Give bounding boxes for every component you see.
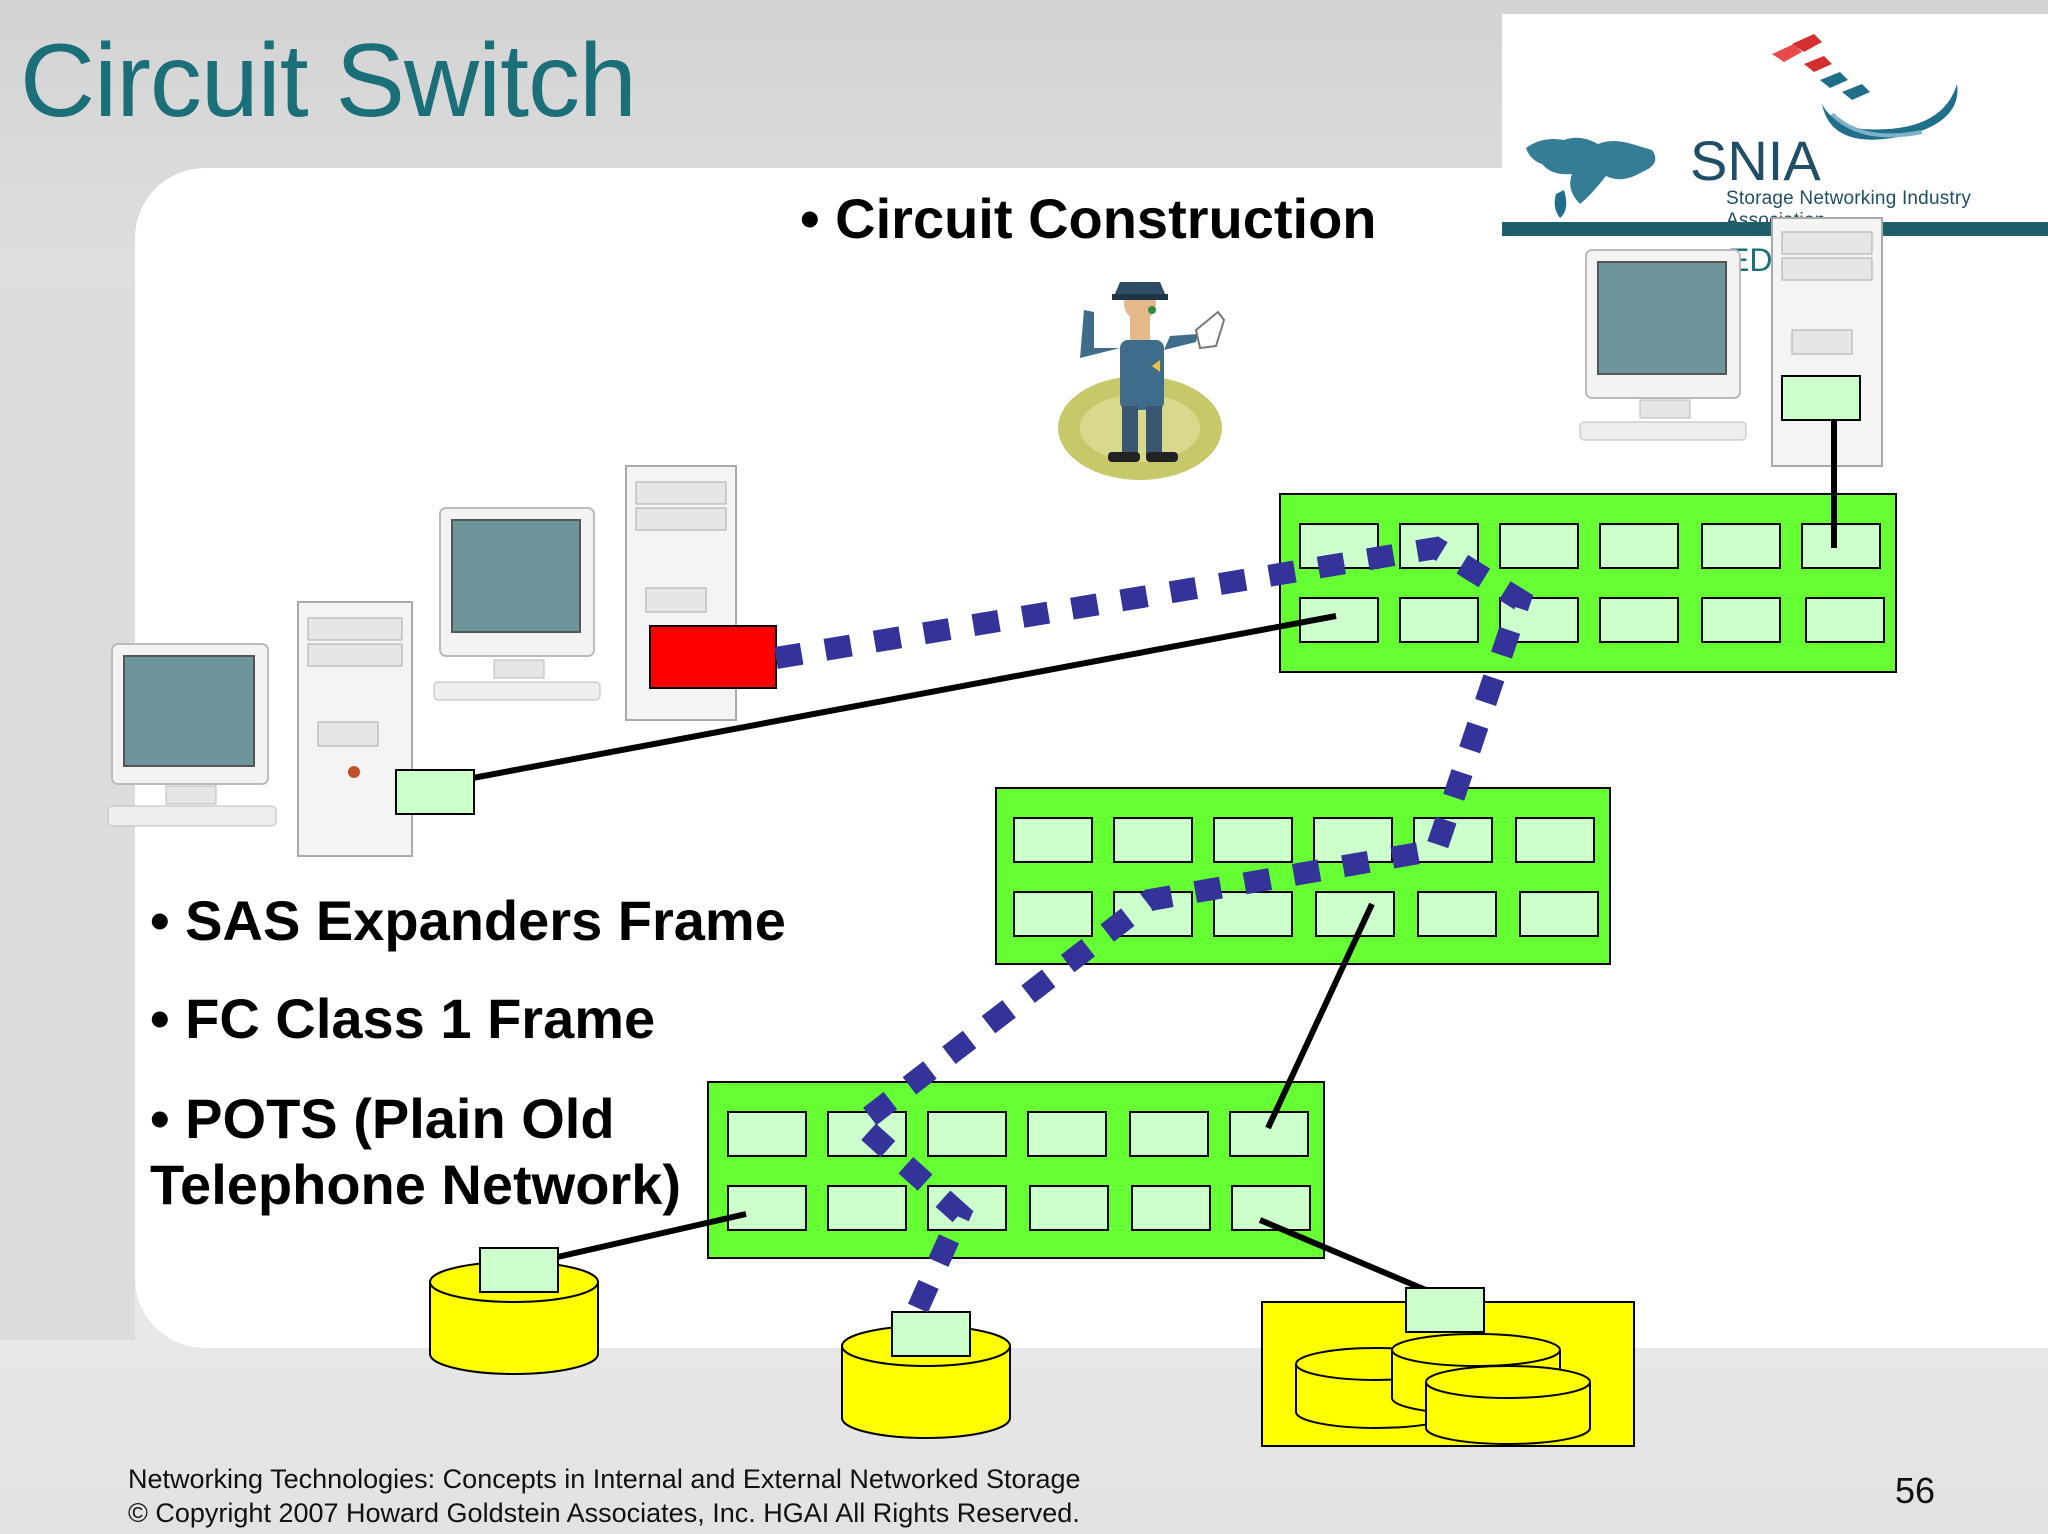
bullet-pots-line1: • POTS (Plain Old [150,1087,615,1150]
blocked-port [649,625,777,689]
disk-2 [841,1325,1011,1439]
snia-logo-graphic [1526,34,1958,218]
workstation-1 [107,601,413,857]
page-number: 56 [1895,1470,1936,1511]
bullet-pots: • POTS (Plain Old Telephone Network) [150,1086,681,1218]
port-adapters [395,375,1861,1357]
workstation-2 [433,465,737,721]
snia-logo [1502,14,2048,236]
slide-title: Circuit Switch [20,23,637,139]
footer-course-title: Networking Technologies: Concepts in Int… [128,1464,1081,1494]
disk-array [1261,1301,1635,1447]
bullet-sas-expanders: • SAS Expanders Frame [150,889,786,952]
traffic-officer-icon [1058,282,1226,480]
footer-copyright: © Copyright 2007 Howard Goldstein Associ… [128,1498,1080,1528]
bullet-pots-line2: Telephone Network) [150,1153,682,1216]
logo-wordmark: SNIA [1690,129,1821,192]
workstation-3 [1579,217,1883,467]
switch-bottom [707,1081,1325,1259]
bullet-circuit-construction: • Circuit Construction [800,187,1377,250]
bullet-fc-class1: • FC Class 1 Frame [150,987,656,1050]
switch-top [1279,493,1897,673]
circuit-path [774,536,1534,1331]
